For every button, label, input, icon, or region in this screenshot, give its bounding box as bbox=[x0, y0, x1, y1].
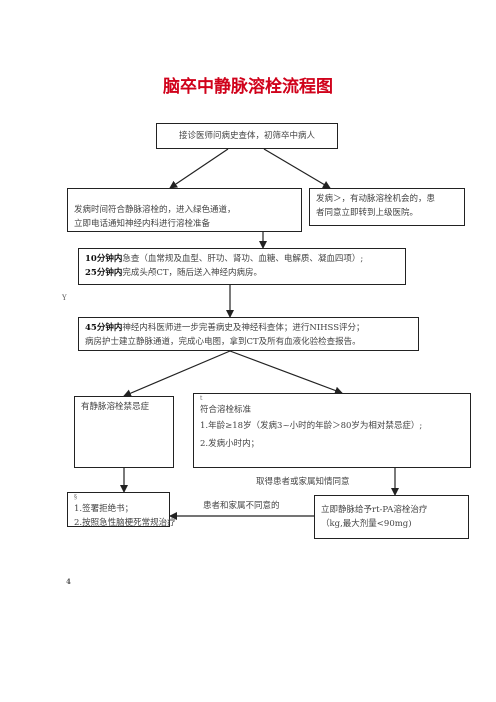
criteria-box: t 符合溶栓标准 1.年龄≥18岁（发病3~小时的年龄＞80岁为相对禁忌症）; … bbox=[193, 393, 471, 468]
arrow-intake-to-green bbox=[169, 148, 229, 189]
green-channel-line2: 立即电话通知神经内科进行溶栓准备 bbox=[74, 219, 211, 229]
forty-five-minute-box: 45分钟内神经内科医师进一步完善病史及神经科查体；进行NIHSS评分； 病房护士… bbox=[78, 317, 419, 351]
forty-five-minute-label: 45分钟内 bbox=[85, 323, 123, 333]
intake-text: 接诊医师问病史查体，初筛卒中病人 bbox=[178, 131, 315, 141]
criteria-mark: t bbox=[200, 395, 203, 402]
twenty-five-minute-label: 25分钟内 bbox=[85, 268, 123, 278]
stray-mark-4: 4 bbox=[66, 577, 71, 586]
treatment-line1: 立即静脉给予rt-PA溶栓治疗 bbox=[321, 505, 428, 515]
transfer-line1: 发病＞，有动脉溶栓机会的，患 bbox=[316, 194, 436, 204]
refuse-item2: 2.按照急性脑梗死常规治疗 bbox=[74, 518, 176, 528]
green-channel-box: 发病时间符合静脉溶栓的，进入绿色通道， 立即电话通知神经内科进行溶栓准备 bbox=[67, 188, 302, 232]
twenty-five-minute-text: 完成头颅CT，随后送入神经内病房。 bbox=[122, 268, 263, 278]
ten-minute-label: 10分钟内 bbox=[85, 254, 123, 264]
consent-label: 取得患者或家属知情同意 bbox=[256, 477, 350, 487]
forty-five-minute-line2: 病房护士建立静脉通道，完成心电图，拿到CT及所有血液化验检查报告。 bbox=[85, 337, 361, 347]
ten-minute-text: 急查（血常规及血型、肝功、肾功、血糖、电解质、凝血四项）; bbox=[122, 254, 364, 264]
refuse-mark: § bbox=[74, 494, 77, 501]
ten-minute-box: 10分钟内急查（血常规及血型、肝功、肾功、血糖、电解质、凝血四项）; 25分钟内… bbox=[78, 248, 406, 285]
treatment-line2: （kg,最大剂量<90mg) bbox=[321, 519, 412, 529]
contraindication-box: 有静脉溶栓禁忌症 bbox=[74, 396, 174, 468]
arrow-45-to-contra bbox=[123, 350, 231, 397]
refuse-item1: 1.签署拒绝书； bbox=[74, 504, 134, 514]
criteria-item1: 1.年龄≥18岁（发病3~小时的年龄＞80岁为相对禁忌症）; bbox=[200, 421, 423, 431]
transfer-box: 发病＞，有动脉溶栓机会的，患 者同意立即转到上级医院。 bbox=[309, 188, 465, 226]
refused-label: 患者和家属不同意的 bbox=[203, 501, 280, 511]
treatment-box: 立即静脉给予rt-PA溶栓治疗 （kg,最大剂量<90mg) bbox=[314, 495, 469, 539]
contraindication-text: 有静脉溶栓禁忌症 bbox=[81, 402, 150, 412]
criteria-heading: 符合溶栓标准 bbox=[200, 405, 252, 415]
arrow-intake-to-transfer bbox=[263, 148, 331, 189]
arrow-45-to-criteria bbox=[229, 350, 343, 395]
forty-five-minute-text: 神经内科医师进一步完善病史及神经科查体；进行NIHSS评分； bbox=[122, 323, 365, 333]
transfer-line2: 者同意立即转到上级医院。 bbox=[316, 208, 419, 218]
green-channel-line1: 发病时间符合静脉溶栓的，进入绿色通道， bbox=[74, 205, 236, 215]
stray-mark-y: Y bbox=[62, 294, 67, 302]
refuse-box: § 1.签署拒绝书； 2.按照急性脑梗死常规治疗 bbox=[67, 492, 176, 528]
page-title: 脑卒中静脉溶栓流程图 bbox=[163, 77, 333, 97]
criteria-item2: 2.发病小时内； bbox=[200, 439, 260, 449]
intake-box: 接诊医师问病史查体，初筛卒中病人 bbox=[156, 123, 338, 149]
